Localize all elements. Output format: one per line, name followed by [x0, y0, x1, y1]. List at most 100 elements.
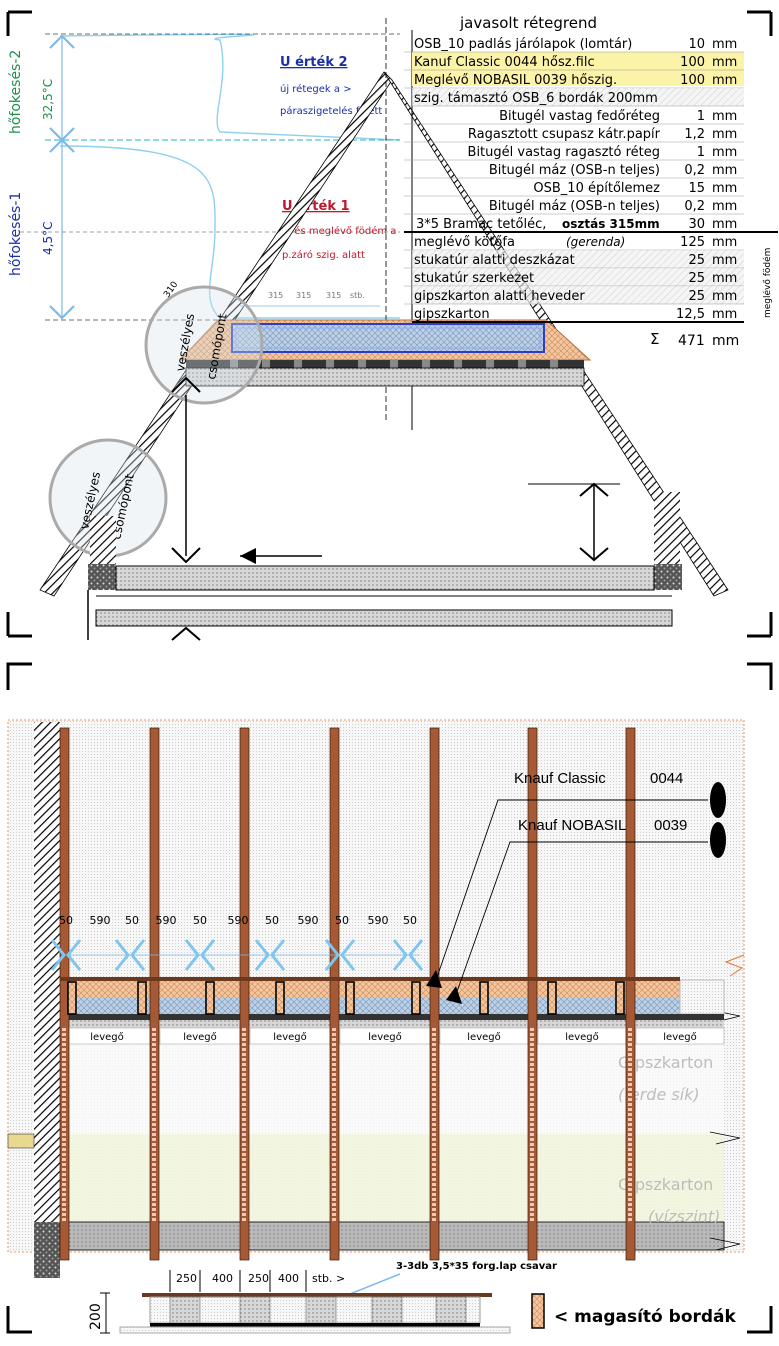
layer-value: 1,2 — [684, 127, 705, 142]
layer-name: stukatúr alatti deszkázat — [414, 253, 575, 268]
layer-name: OSB_10 padlás járólapok (lomtár) — [414, 37, 632, 52]
spacing-label: 50 — [59, 914, 73, 927]
sum-value: 471 — [678, 333, 705, 349]
magasito-borda — [205, 981, 215, 1015]
layer-name: Ragasztott csupasz kátr.papír — [468, 127, 661, 142]
magasito-borda — [67, 981, 77, 1015]
dim-315-b: 315 — [296, 291, 311, 300]
table-title: javasolt rétegrend — [459, 14, 597, 32]
spacing-label: 50 — [403, 914, 417, 927]
layer-unit: mm — [712, 271, 737, 286]
lower-floor-slabs — [87, 376, 682, 641]
magasito-borda — [137, 981, 147, 1015]
layer-extra: osztás 315mm — [562, 217, 660, 231]
attic-floor-buildup: 315 315 315 stb. 310 — [162, 280, 592, 387]
magasito-borda — [411, 981, 421, 1015]
layer-value: 30 — [688, 217, 705, 232]
layer-unit: mm — [712, 217, 737, 232]
beam — [429, 727, 440, 1261]
danger-node-2: veszélyes csomópont — [48, 438, 168, 558]
layer-name: Bitugél máz (OSB-n teljes) — [489, 199, 660, 214]
knauf-classic-label: Knauf Classic — [514, 770, 606, 787]
beam — [625, 727, 636, 1261]
danger-node-1: veszélyes csomópont — [144, 285, 264, 405]
beams — [59, 727, 680, 1261]
air-label: levegő — [368, 1031, 401, 1043]
layer-value: 1 — [697, 109, 705, 124]
layer-value: 25 — [688, 289, 705, 304]
layer-row-bg — [412, 88, 744, 106]
layer-name: OSB_10 építőlemez — [533, 181, 660, 196]
detail-height-200: 200 — [88, 1303, 104, 1330]
u-value-1-line1: új és meglévő födém a — [282, 225, 396, 237]
layer-name: Meglévő NOBASIL 0039 hőszig. — [414, 73, 617, 88]
spacing-label: 50 — [125, 914, 139, 927]
layer-extra: (gerenda) — [566, 235, 625, 249]
layer-value: 0,2 — [684, 163, 705, 178]
layer-name: meglévő kötőfa — [414, 235, 515, 250]
knauf-classic-code: 0044 — [650, 770, 683, 787]
layer-row-bg — [412, 286, 744, 304]
detail-dim-400-b: 400 — [278, 1272, 299, 1285]
hofokeses-1-label: hőfokesés-1 — [8, 192, 24, 276]
u-value-1-line2: p.záró szig. alatt — [282, 249, 365, 261]
magasito-borda — [547, 981, 557, 1015]
gipsz-band-1 — [60, 1044, 724, 1134]
knauf-nobasil-label: Knauf NOBASIL — [518, 817, 626, 834]
left-wall — [34, 722, 60, 1278]
layer-value: 125 — [680, 235, 705, 250]
air-label: levegő — [467, 1031, 500, 1043]
layer-value: 1 — [697, 145, 705, 160]
magasito-borda — [479, 981, 489, 1015]
spacing-label: 590 — [228, 914, 249, 927]
spacing-arrow — [324, 939, 356, 971]
gipszkarton-sub-2: (vízszint) — [648, 1207, 720, 1226]
layer-unit: mm — [712, 181, 737, 196]
layer-unit: mm — [712, 253, 737, 268]
layer-table: javasolt rétegrend OSB_10 padlás járólap… — [404, 14, 778, 349]
magasito-borda — [275, 981, 285, 1015]
layer-value: 15 — [688, 181, 705, 196]
layer-name: szig. támasztó OSB_6 bordák 200mm — [414, 91, 658, 106]
detail-dim-stb: stb. > — [312, 1272, 345, 1285]
top-section: hőfokesés-2 32,5°C hőfokesés-1 4,5°C U é… — [6, 10, 778, 641]
layer-name: 3*5 Bramac tetőléc, — [416, 217, 546, 232]
sum-symbol: Σ — [650, 330, 659, 348]
spacing-arrow — [254, 939, 286, 971]
spacing-label: 50 — [193, 914, 207, 927]
layer-unit: mm — [712, 163, 737, 178]
layer-value: 100 — [680, 73, 705, 88]
spacing-arrow — [392, 939, 424, 971]
dim-stb: stb. — [350, 291, 365, 300]
temperature-gradient-curves — [20, 33, 401, 321]
layer-name: Bitugél vastag fedőréteg — [499, 109, 660, 124]
layer-value: 25 — [688, 271, 705, 286]
layer-unit: mm — [712, 55, 737, 70]
beam — [239, 727, 250, 1261]
screw-label: 3-3db 3,5*35 forg.lap csavar — [396, 1261, 557, 1272]
temp-2-label: 32,5°C — [41, 79, 55, 120]
layer-name: Bitugél máz (OSB-n teljes) — [489, 163, 660, 178]
dim-315-c: 315 — [326, 291, 341, 300]
gipszkarton-label-2: Gipszkarton — [618, 1175, 713, 1194]
magasito-borda — [615, 981, 625, 1015]
layer-value: 0,2 — [684, 199, 705, 214]
hofokeses-2-label: hőfokesés-2 — [8, 50, 24, 134]
layer-unit: mm — [712, 235, 737, 250]
detail-dim-250-b: 250 — [248, 1272, 269, 1285]
dim-315-a: 315 — [268, 291, 283, 300]
spacing-label: 50 — [265, 914, 279, 927]
layer-unit: mm — [712, 289, 737, 304]
marker-knauf-nobasil — [710, 822, 726, 858]
u-value-2-title: U érték 2 — [280, 55, 348, 70]
bottom-section: Gipszkarton (ferde sík) Gipszkarton (víz… — [6, 662, 773, 1334]
magasito-borda — [345, 981, 355, 1015]
marker-knauf-classic — [710, 782, 726, 818]
legend-label: < magasító bordák — [554, 1307, 737, 1327]
layer-name: gipszkarton — [414, 307, 490, 322]
layer-unit: mm — [712, 307, 737, 322]
layer-unit: mm — [712, 199, 737, 214]
